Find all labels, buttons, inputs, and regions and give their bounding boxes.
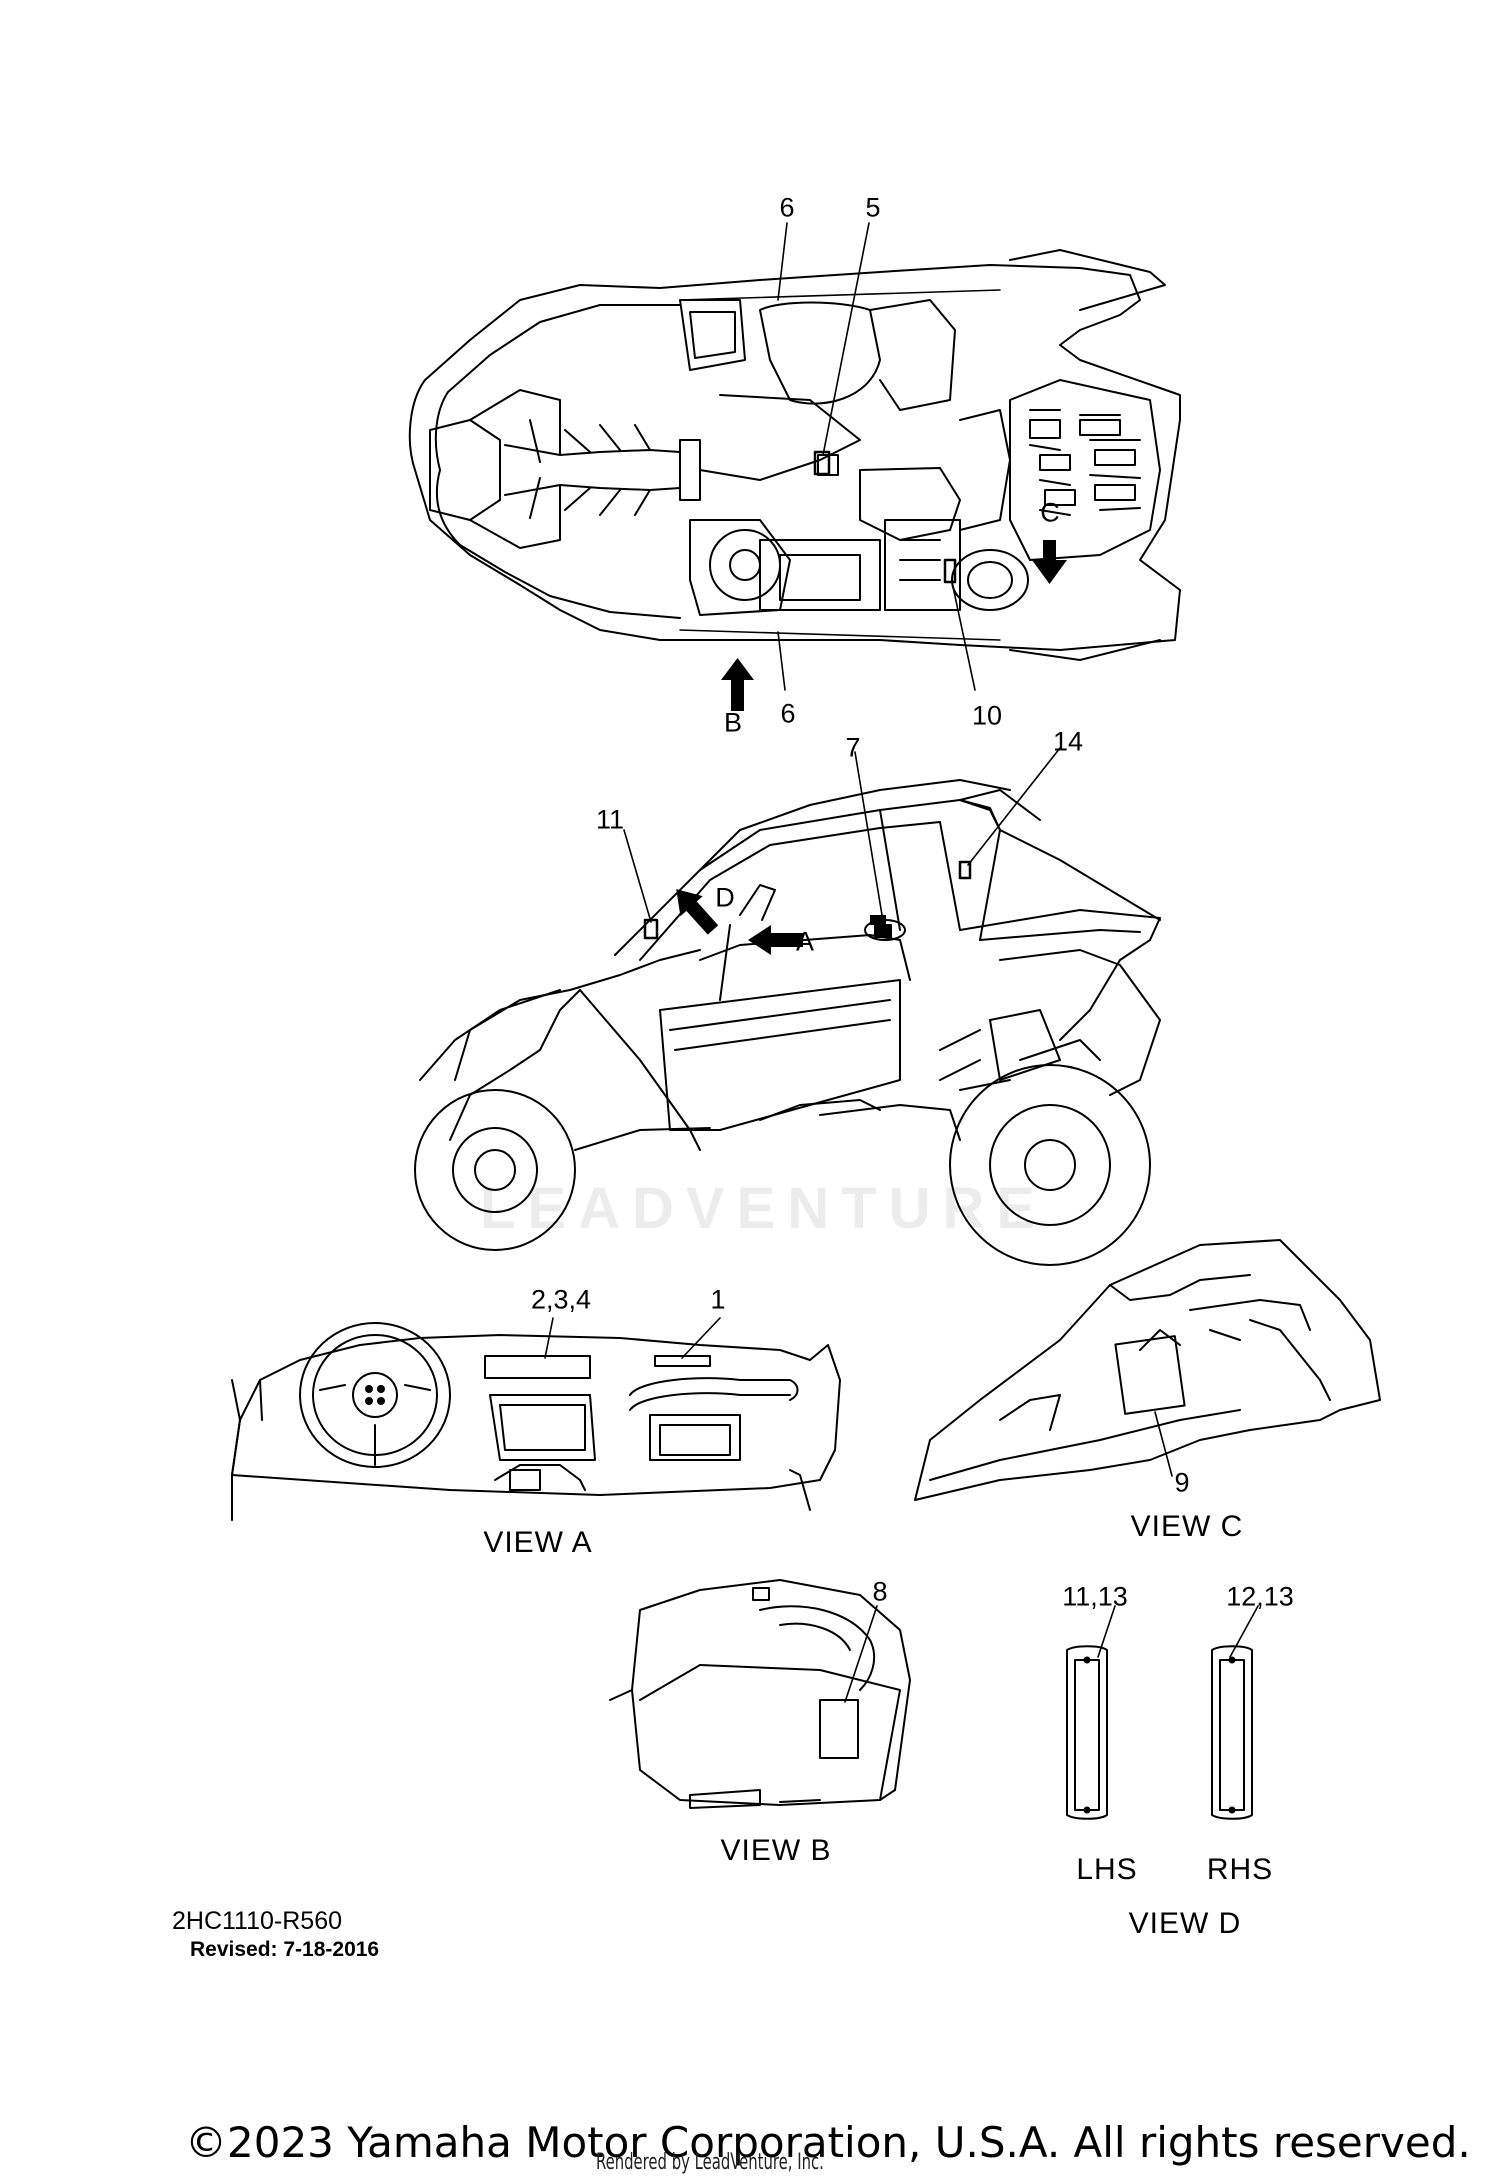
lhs-label: LHS xyxy=(1076,1853,1138,1886)
callout-5: 5 xyxy=(865,192,881,223)
arrow-c xyxy=(1032,540,1067,584)
view-a-dashboard xyxy=(231,1322,841,1521)
revised-date: Revised: 7-18-2016 xyxy=(190,1938,380,1961)
view-b-leader xyxy=(844,1605,878,1703)
top-view-vehicle xyxy=(408,249,1181,661)
watermark: LEADVENTURE xyxy=(480,1176,1048,1241)
view-b-panel xyxy=(609,1579,911,1809)
arrow-b xyxy=(721,658,754,711)
callout-11: 11 xyxy=(595,804,625,835)
rhs-label: RHS xyxy=(1206,1853,1274,1886)
arrow-d xyxy=(676,889,719,935)
callout-6-bottom: 6 xyxy=(780,698,796,729)
view-b-label: VIEW B xyxy=(720,1834,832,1867)
rendered-by: Rendered by LeadVenture, Inc. xyxy=(596,2150,824,2175)
callout-8: 8 xyxy=(872,1576,888,1607)
callout-10: 10 xyxy=(971,700,1003,731)
callout-11-13: 11,13 xyxy=(1062,1581,1128,1612)
view-d-pillars xyxy=(1066,1645,1253,1820)
side-view-leaders xyxy=(623,747,1061,923)
view-c-panel xyxy=(914,1239,1381,1501)
callout-12-13: 12,13 xyxy=(1226,1581,1294,1612)
callout-6-top: 6 xyxy=(779,192,795,223)
diagram-code: 2HC1110-R560 xyxy=(172,1907,343,1935)
callout-a-arrow: A xyxy=(795,926,815,957)
view-d-label: VIEW D xyxy=(1128,1907,1242,1940)
callout-7: 7 xyxy=(845,732,861,763)
callout-2-3-4: 2,3,4 xyxy=(530,1284,592,1315)
view-a-label: VIEW A xyxy=(483,1526,593,1559)
view-d-leaders xyxy=(1097,1605,1259,1658)
callout-c-arrow: C xyxy=(1040,497,1060,528)
side-view-vehicle xyxy=(414,779,1161,1266)
view-c-leader xyxy=(1154,1411,1173,1477)
callout-14: 14 xyxy=(1052,726,1084,757)
callout-d-arrow: D xyxy=(715,882,735,913)
view-a-leaders xyxy=(544,1317,721,1359)
arrow-a xyxy=(748,925,803,955)
copyright: ©2023 Yamaha Motor Corporation, U.S.A. A… xyxy=(185,2118,1471,2167)
callout-1: 1 xyxy=(710,1284,726,1315)
view-c-label: VIEW C xyxy=(1130,1510,1244,1543)
top-view-leaders xyxy=(777,222,976,691)
callout-9: 9 xyxy=(1174,1467,1190,1498)
callout-b-arrow: B xyxy=(723,707,743,738)
